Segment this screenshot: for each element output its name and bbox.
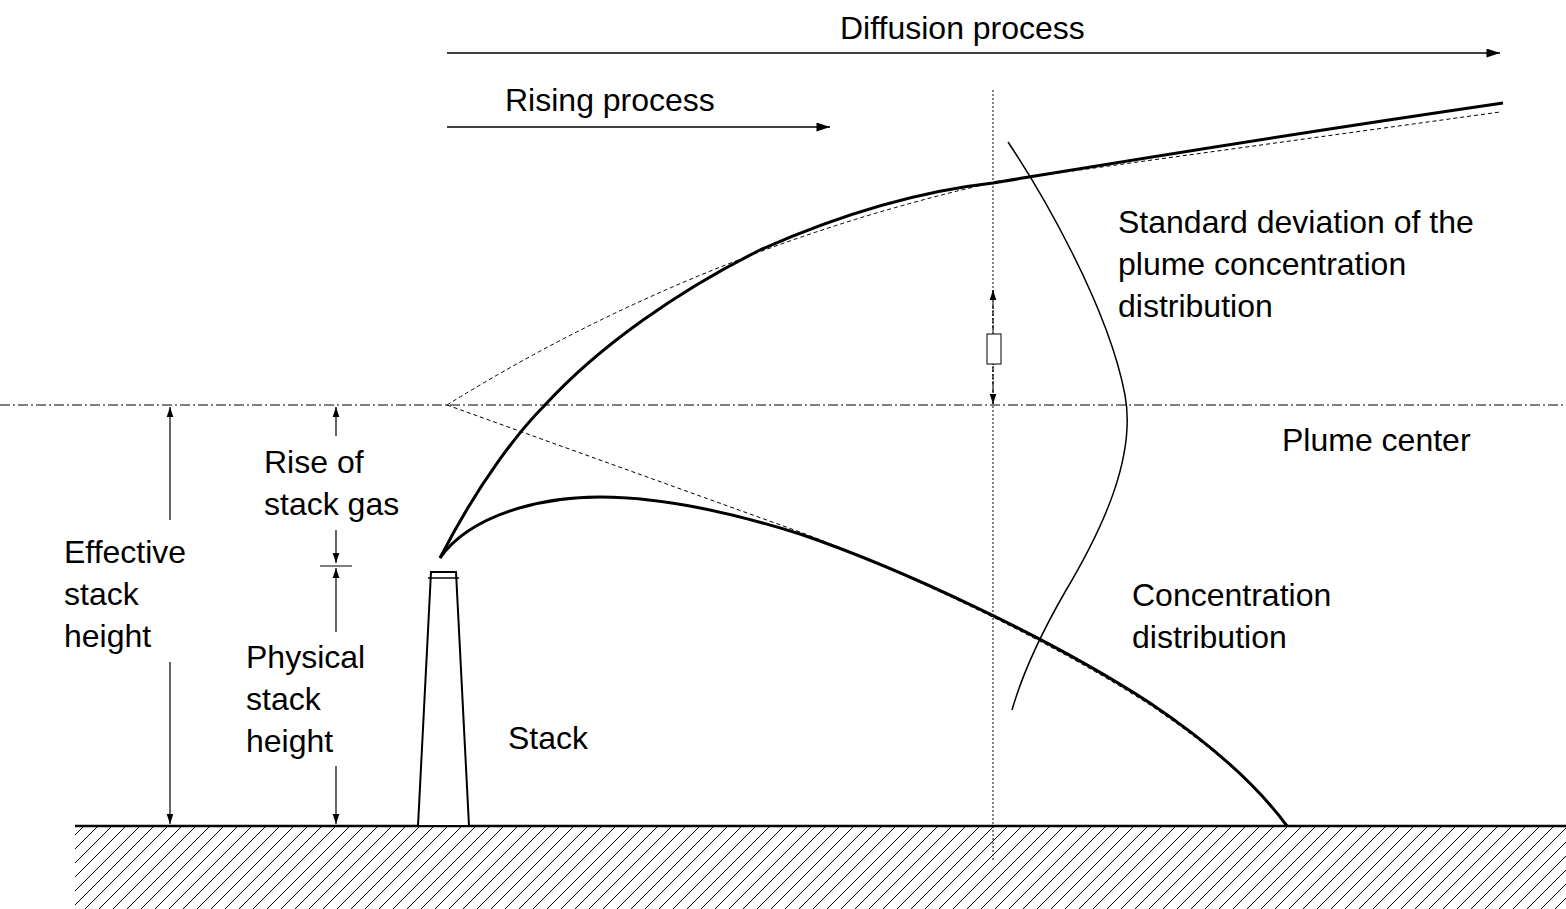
annotation-label: Standard deviation of the plume concentr… <box>1118 201 1543 327</box>
sigma-symbol <box>987 334 1001 364</box>
plume-lower-edge <box>440 497 1287 826</box>
concentration-curve <box>1008 142 1127 710</box>
process-label: Rising process <box>505 79 765 121</box>
plume-upper-edge <box>440 103 1503 558</box>
dimension-line <box>335 407 336 436</box>
dimension-label: Effective stack height <box>64 531 214 657</box>
ground-line <box>75 825 1566 828</box>
dimension-tick <box>320 566 352 567</box>
rising-arrow <box>447 126 830 128</box>
dimension-label: Rise of stack gas <box>264 441 432 525</box>
dimension-line <box>169 662 170 824</box>
dimension-line <box>335 568 336 632</box>
ground-hatch <box>75 826 1566 909</box>
line-label: Plume center <box>1282 419 1522 461</box>
stack-symbol <box>418 572 469 826</box>
section-line <box>993 90 994 862</box>
dimension-line <box>169 407 170 520</box>
dimension-label: Physical stack height <box>246 636 396 762</box>
dimension-line <box>335 766 336 824</box>
plume-center-line <box>0 405 1566 406</box>
stack-rim <box>428 577 459 579</box>
dimension-line <box>335 530 336 563</box>
annotation-label: Concentration distribution <box>1132 574 1377 658</box>
diffusion-arrow <box>447 52 1500 54</box>
part-label: Stack <box>508 717 618 759</box>
process-label: Diffusion process <box>840 7 1140 49</box>
